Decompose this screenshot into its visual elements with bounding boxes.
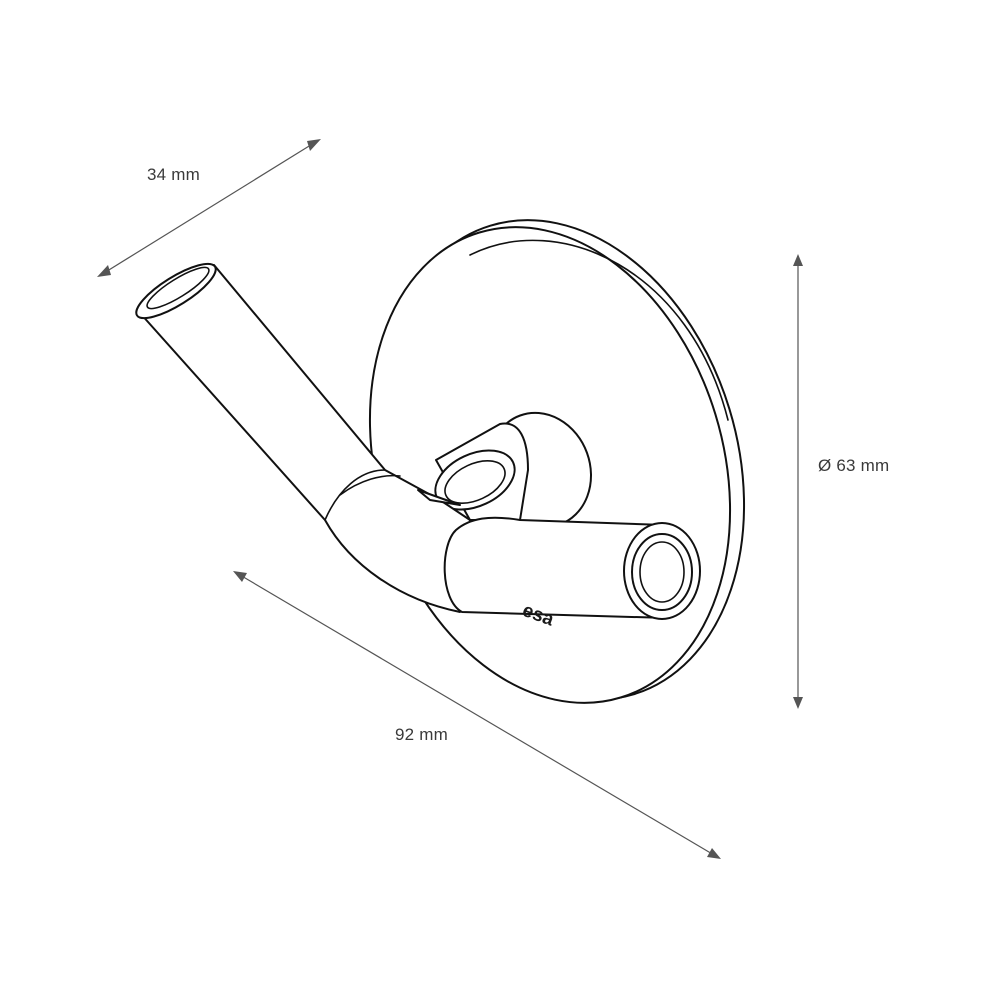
- center-post: [434, 411, 593, 529]
- depth-dimension-label: 92 mm: [395, 725, 448, 744]
- dimension-depth-line: [233, 571, 721, 859]
- arrow-head: [793, 254, 803, 266]
- dimension-width-line: [97, 139, 321, 277]
- arrow-head: [793, 697, 803, 709]
- arrow-head: [307, 139, 321, 151]
- long-arm: [135, 262, 471, 613]
- arrow-head: [707, 848, 721, 859]
- dimension-diameter-line: [793, 254, 803, 709]
- arrow-head: [97, 265, 111, 277]
- arrow-head: [233, 571, 247, 582]
- width-dimension-label: 34 mm: [147, 165, 200, 184]
- short-arm: [443, 516, 701, 620]
- diameter-dimension-label: Ø 63 mm: [818, 456, 890, 475]
